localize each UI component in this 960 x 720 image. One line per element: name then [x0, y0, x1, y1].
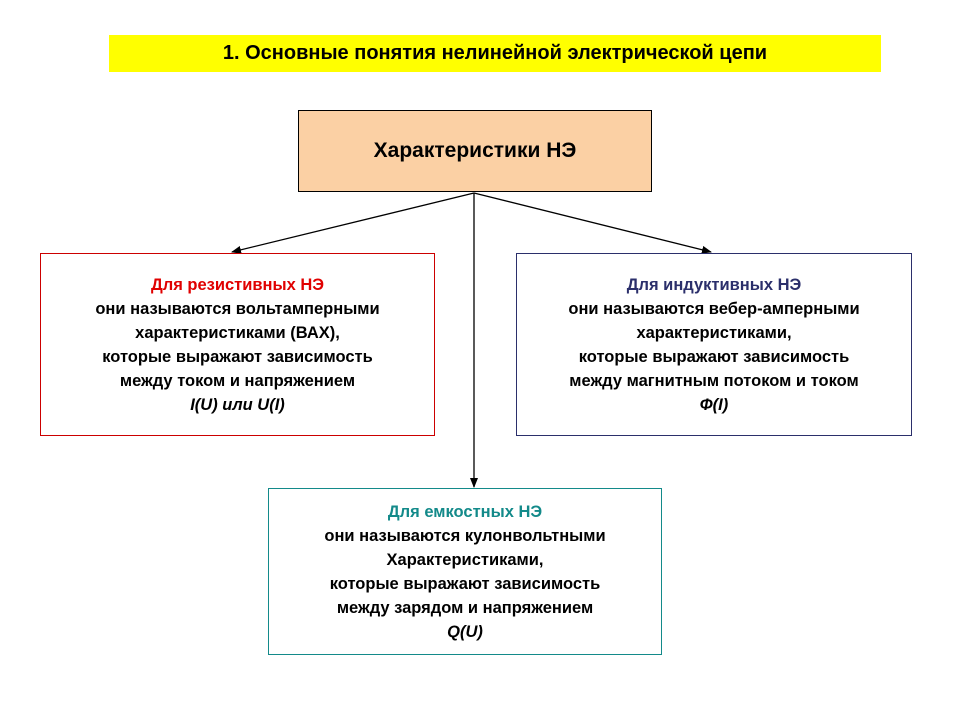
arrow-to-resistive	[231, 192, 475, 254]
resistive-heading: Для резистивных НЭ	[150, 275, 325, 294]
inductive-line: между магнитным потоком и током	[569, 371, 859, 390]
capacitive-line: Характеристиками,	[386, 550, 544, 569]
resistive-box: Для резистивных НЭ они называются вольта…	[40, 253, 435, 436]
capacitive-line: которые выражают зависимость	[329, 574, 601, 593]
capacitive-formula: Q(U)	[447, 622, 483, 641]
resistive-line: между током и напряжением	[119, 371, 356, 390]
slide-title: 1. Основные понятия нелинейной электриче…	[109, 35, 881, 72]
inductive-formula: Ф(I)	[699, 395, 729, 414]
characteristics-label: Характеристики НЭ	[373, 139, 577, 162]
inductive-box: Для индуктивных НЭ они называются вебер-…	[516, 253, 912, 436]
inductive-line: они называются вебер-амперными	[568, 299, 860, 318]
resistive-line: они называются вольтамперными	[95, 299, 380, 318]
arrow-to-inductive	[473, 192, 712, 254]
resistive-line: которые выражают зависимость	[102, 347, 373, 366]
capacitive-line: между зарядом и напряжением	[336, 598, 594, 617]
characteristics-box: Характеристики НЭ	[298, 110, 652, 192]
inductive-line: которые выражают зависимость	[578, 347, 850, 366]
capacitive-box: Для емкостных НЭ они называются кулонвол…	[268, 488, 662, 655]
resistive-formula: I(U) или U(I)	[190, 395, 285, 414]
resistive-line: характеристиками (ВАХ),	[135, 323, 340, 342]
capacitive-line: они называются кулонвольтными	[324, 526, 606, 545]
capacitive-heading: Для емкостных НЭ	[387, 502, 543, 521]
inductive-heading: Для индуктивных НЭ	[626, 275, 802, 294]
inductive-line: характеристиками,	[636, 323, 792, 342]
